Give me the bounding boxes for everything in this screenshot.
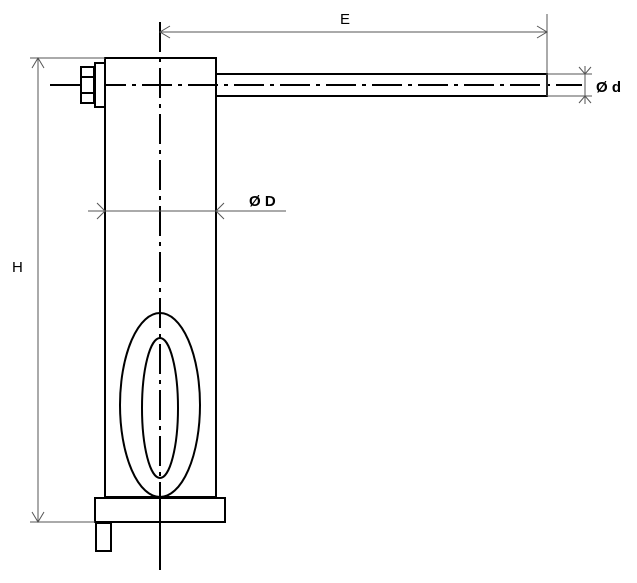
dimension-e xyxy=(159,14,548,96)
dimension-outer-diameter xyxy=(88,202,286,220)
dimension-rod-diameter-label: Ø d xyxy=(596,79,621,96)
inner-window-ellipse xyxy=(141,337,179,479)
dimension-outer-diameter-label: Ø D xyxy=(249,193,276,210)
outer-window-ellipse xyxy=(119,312,201,497)
dimension-e-label: E xyxy=(340,11,350,28)
washer xyxy=(94,62,106,108)
dimension-h-label: H xyxy=(12,259,23,276)
dimension-rod-diameter xyxy=(547,66,592,104)
nut xyxy=(80,66,95,104)
base-tab xyxy=(95,522,112,552)
dimension-h xyxy=(30,57,105,523)
